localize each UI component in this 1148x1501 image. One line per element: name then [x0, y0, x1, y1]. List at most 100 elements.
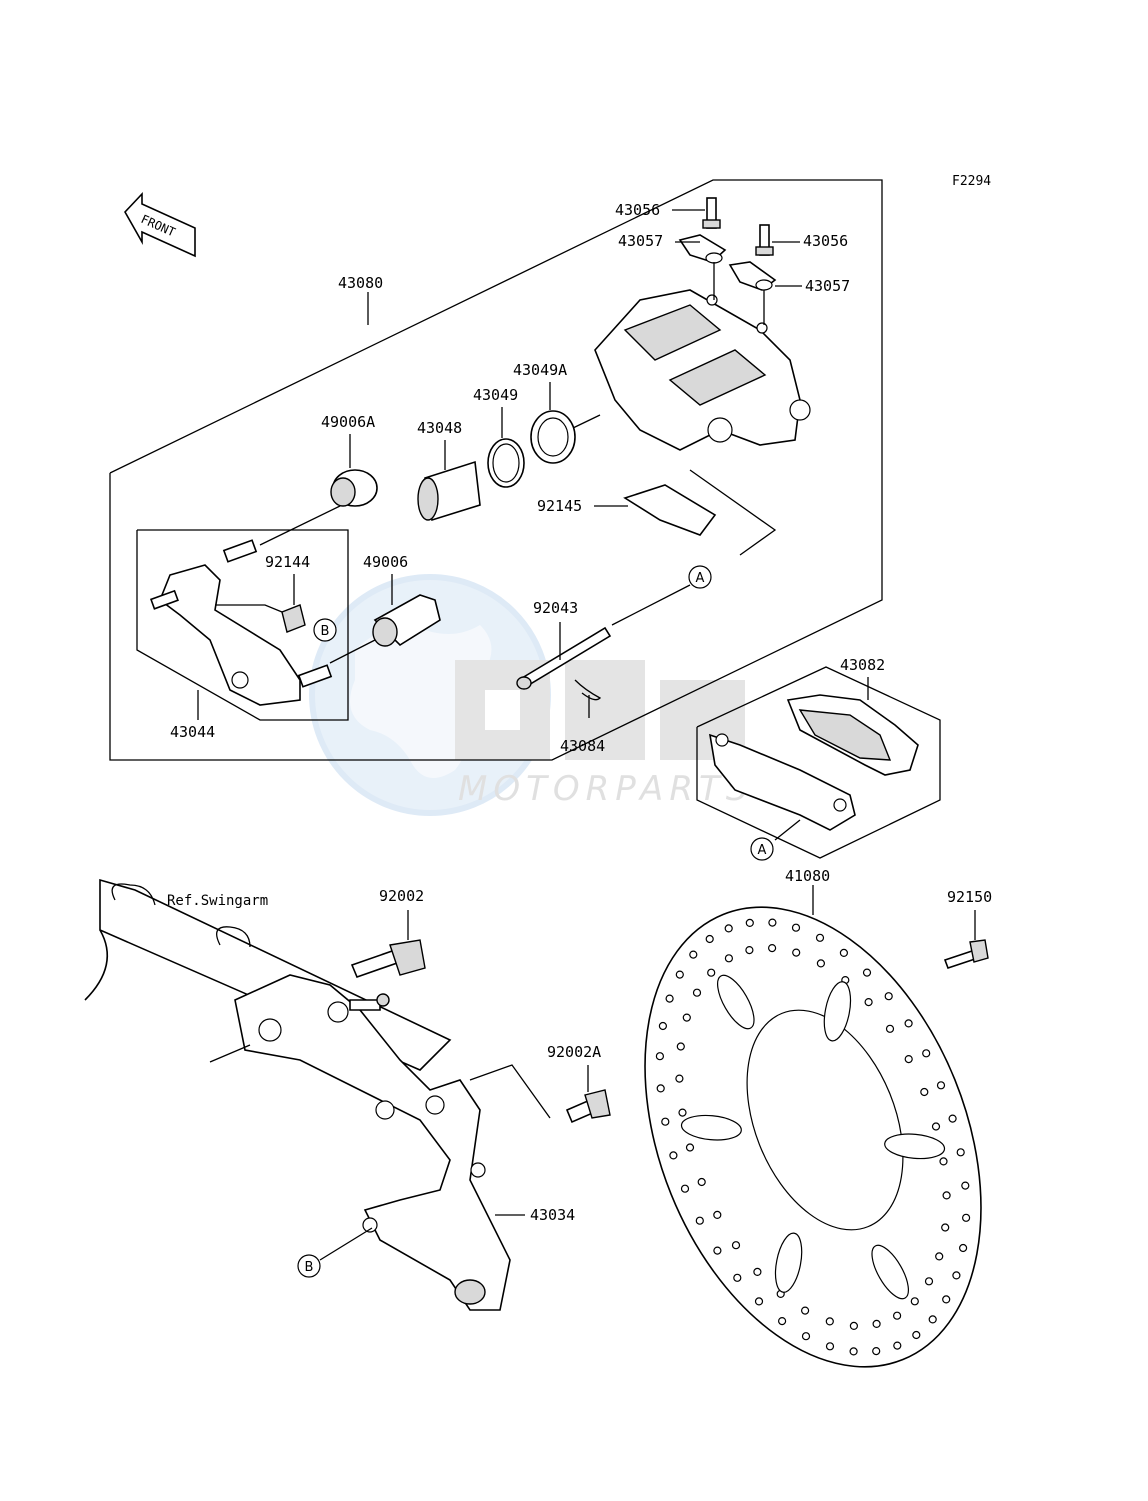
label-43084: 43084 [560, 737, 605, 755]
disc-hole [893, 1341, 902, 1350]
disc-hole [936, 1081, 946, 1090]
disc-hole [920, 1087, 929, 1097]
disc-hole [958, 1243, 968, 1253]
disc-hole [713, 1210, 722, 1220]
bolt-92150 [943, 939, 989, 970]
disc-hole [935, 1252, 944, 1261]
disc-hole [680, 1184, 690, 1193]
disc-hole [724, 924, 733, 933]
disc-hole [961, 1181, 970, 1190]
part-labels: 43080 43056 43057 43056 43057 43049A 430… [167, 201, 992, 1224]
seal-43049A [530, 410, 576, 464]
disc-hole [904, 1019, 913, 1028]
label-92002: 92002 [379, 887, 424, 905]
bolt-92002A [565, 1089, 611, 1124]
disc-hole [849, 1347, 858, 1356]
label-43057-left: 43057 [618, 232, 663, 250]
disc-hole [707, 968, 716, 977]
disc-hole [961, 1213, 971, 1222]
label-43034: 43034 [530, 1206, 575, 1224]
disc-slot [823, 981, 852, 1042]
pin-92043 [516, 626, 612, 690]
disc-hole [864, 997, 873, 1007]
piston-43048 [417, 460, 481, 522]
pad-spring-92145 [623, 484, 717, 536]
label-43056-right: 43056 [803, 232, 848, 250]
disc-slot [680, 1114, 742, 1141]
brake-disc-41080 [644, 906, 982, 1368]
disc-hole [697, 1177, 706, 1187]
disc-hole [816, 959, 826, 968]
disc-hole [777, 1316, 787, 1326]
disc-hole [912, 1330, 921, 1340]
label-92150: 92150 [947, 888, 992, 906]
label-43049A: 43049A [513, 361, 567, 379]
disc-hole [753, 1267, 762, 1277]
label-ref-swingarm: Ref.Swingarm [167, 893, 268, 909]
disc-hole [692, 988, 702, 997]
disc-hole [872, 1346, 881, 1356]
disc-hole [952, 1271, 961, 1280]
bleed-valve-left [702, 197, 721, 229]
disc-hole [904, 1054, 913, 1064]
svg-text:A: A [758, 843, 767, 858]
disc-hole [862, 968, 872, 977]
disc-hole [689, 950, 698, 959]
marker-a-top: A [688, 565, 712, 589]
disc-slot [774, 1232, 803, 1293]
disc-hole [849, 1321, 859, 1331]
disc-hole [922, 1049, 931, 1058]
disc-slots [680, 974, 946, 1300]
bracket-box [136, 529, 349, 721]
disc-hole [754, 1297, 764, 1306]
disc-hole [685, 1143, 695, 1152]
caliper-body [594, 289, 811, 451]
disc-hole [675, 1074, 684, 1083]
marker-b-top: B [313, 618, 337, 642]
disc-hole [928, 1315, 937, 1324]
caliper-mount-bracket-43034 [234, 974, 511, 1311]
brake-pad-upper [786, 694, 919, 776]
disc-slot [884, 1133, 946, 1160]
disc-hole [939, 1157, 948, 1166]
label-41080: 41080 [785, 867, 830, 885]
disc-hole [676, 1042, 685, 1051]
disc-hole [942, 1191, 951, 1200]
disc-hole [872, 1319, 881, 1329]
boot-49006A [330, 469, 378, 507]
bolt-92002 [350, 939, 426, 979]
disc-hole [948, 1114, 957, 1123]
disc-hole [942, 1295, 951, 1304]
disc-hole [675, 970, 684, 979]
watermark-block-o-hole [485, 690, 520, 730]
disc-hole [941, 1223, 950, 1232]
seal-43049 [487, 438, 525, 488]
bracket-43044 [149, 539, 333, 706]
disc-hole [885, 1024, 895, 1033]
marker-b-bottom: B [297, 1254, 321, 1278]
assembly-43080-box [109, 179, 883, 761]
label-43044: 43044 [170, 723, 215, 741]
disc-hole [792, 948, 801, 957]
disc-hole [815, 933, 825, 942]
label-49006: 49006 [363, 553, 408, 571]
disc-hole [669, 1151, 678, 1160]
disc-hole [665, 994, 674, 1003]
disc-hole [745, 945, 754, 955]
disc-hole [767, 943, 777, 953]
disc-hole [839, 948, 849, 958]
watermark-tagline: MOTORPARTS [458, 769, 753, 809]
label-43056-left: 43056 [615, 201, 660, 219]
disc-hole [924, 1277, 934, 1286]
disc-slot [871, 1244, 909, 1300]
disc-hole [655, 1052, 665, 1061]
svg-text:B: B [305, 1260, 314, 1275]
pad-set-box [696, 666, 941, 859]
watermark-block-e [565, 660, 645, 760]
disc-slot [717, 974, 755, 1030]
label-49006A: 49006A [321, 413, 375, 431]
disc-hole [825, 1317, 834, 1326]
disc-hole [800, 1306, 810, 1315]
watermark: MOTORPARTS [309, 574, 753, 816]
label-43049: 43049 [473, 386, 518, 404]
